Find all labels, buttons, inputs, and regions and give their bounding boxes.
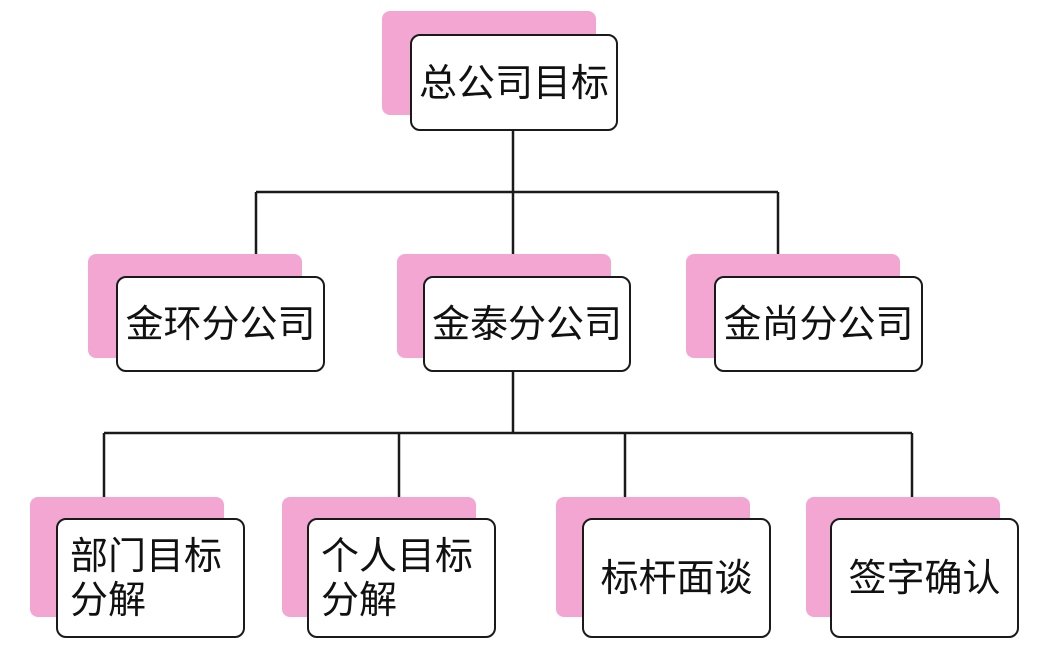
root-node: 总公司目标	[410, 34, 618, 131]
step-node-benchmark-interview: 标杆面谈	[582, 518, 771, 638]
step-node-label: 标杆面谈	[600, 556, 753, 600]
branch-node-label: 金泰分公司	[431, 302, 622, 346]
step-node-department-goals: 部门目标分解	[56, 518, 245, 638]
step-node-label: 部门目标分解	[70, 534, 223, 622]
step-node-label: 个人目标分解	[321, 534, 474, 622]
branch-node-label: 金尚分公司	[723, 302, 914, 346]
branch-node-jinhuan: 金环分公司	[116, 276, 325, 372]
branch-node-label: 金环分公司	[125, 302, 316, 346]
root-node-label: 总公司目标	[418, 60, 609, 105]
step-node-sign-confirm: 签字确认	[830, 518, 1019, 638]
step-node-label: 签字确认	[848, 556, 1001, 600]
branch-node-jintai: 金泰分公司	[423, 276, 631, 372]
step-node-personal-goals: 个人目标分解	[307, 518, 496, 638]
branch-node-jinshang: 金尚分公司	[714, 276, 923, 372]
